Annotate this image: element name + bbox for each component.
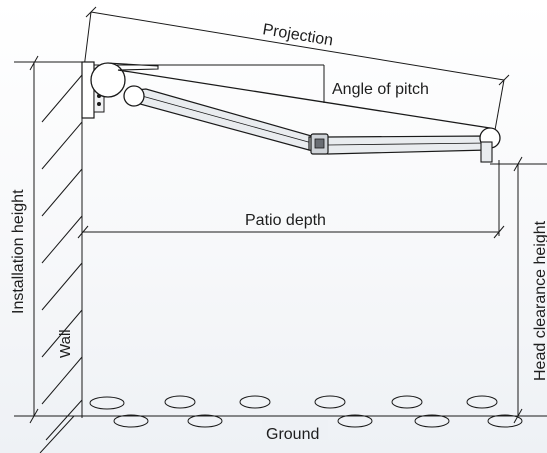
head-clearance-height-label: Head clearance height [532,220,547,381]
projection-dimension [83,6,510,131]
wall-bracket [81,61,95,119]
ground-label-backdrop [262,420,328,440]
ground-pebbles [89,395,523,428]
shoulder-joint [123,85,145,107]
upper-arm [126,88,316,151]
patio-depth-dimension [77,160,505,239]
installation-height-label: Installation height [10,189,27,314]
installation-height-dimension [14,55,90,424]
wall-label: Wall [57,329,74,358]
projection-label: Projection [261,21,334,49]
angle-of-pitch-label: Angle of pitch [332,81,429,98]
wall-hatching [41,74,83,405]
angle-of-pitch-reference [92,64,325,103]
awning [81,61,501,163]
ground-label: Ground [266,426,319,443]
awning-fabric [117,69,491,129]
front-bar-end [480,141,493,163]
patio-depth-label: Patio depth [245,212,326,229]
wall [41,62,83,418]
ground [14,395,547,453]
head-clearance-dimension [490,156,547,424]
roller-tube [90,62,126,98]
